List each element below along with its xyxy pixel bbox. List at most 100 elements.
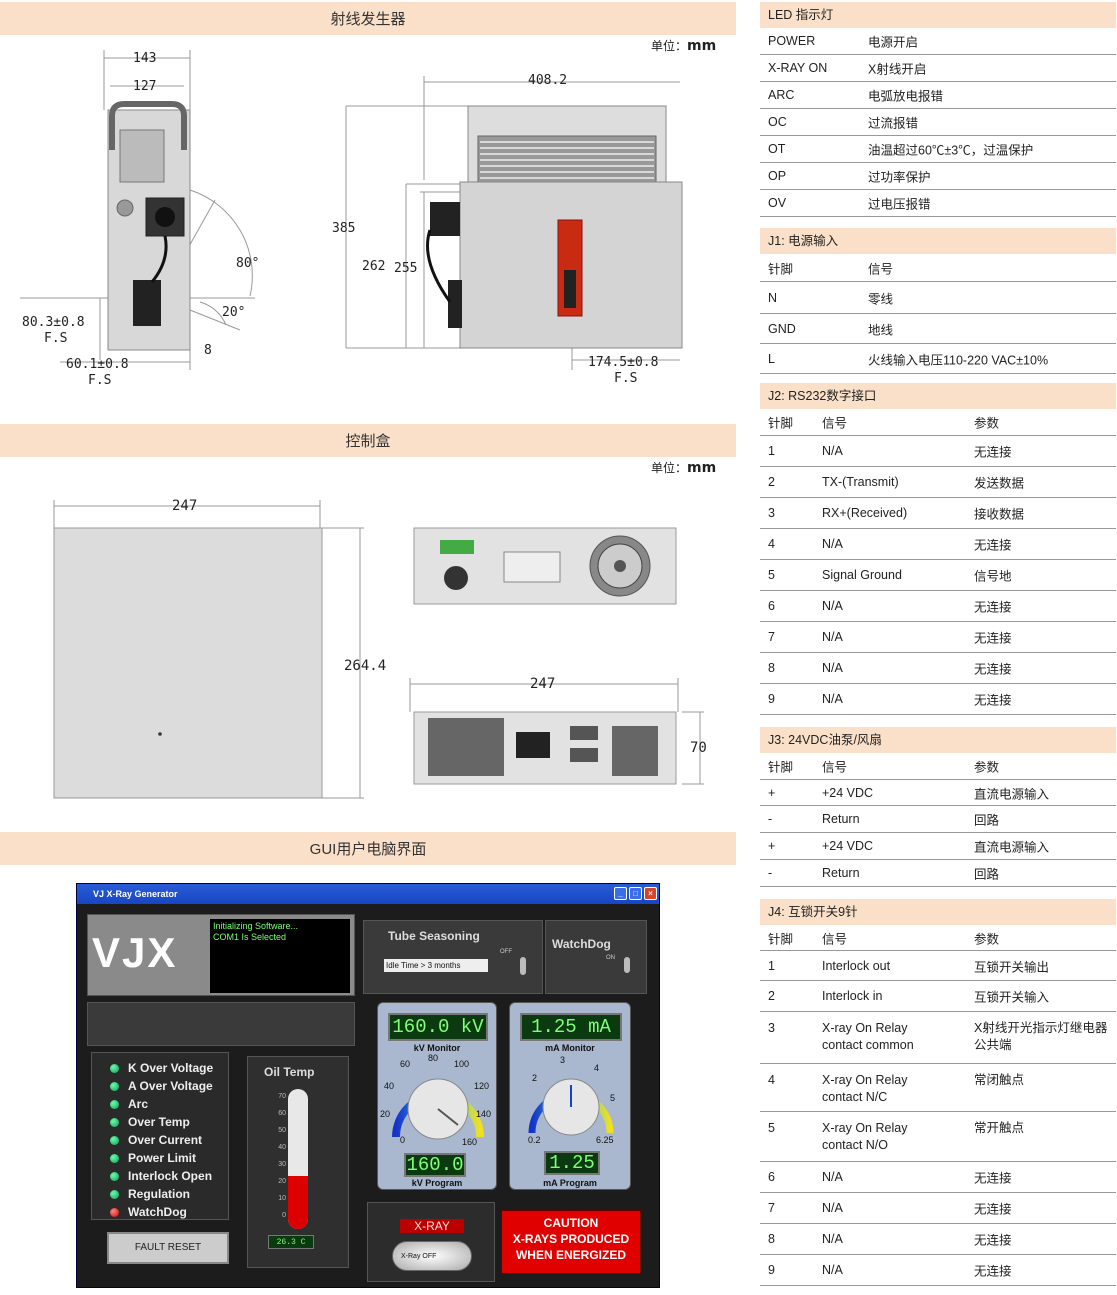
pin-cell: N bbox=[768, 290, 778, 305]
column-header: 针脚 bbox=[768, 760, 794, 775]
param-cell: 接收数据 bbox=[974, 507, 1025, 522]
led-desc: 过电压报错 bbox=[868, 197, 931, 212]
param-cell: 无连接 bbox=[974, 1233, 1012, 1248]
kv-program-input[interactable]: 160.0 bbox=[404, 1153, 466, 1177]
ma-knob[interactable] bbox=[518, 1055, 624, 1145]
column-header: 信号 bbox=[822, 416, 848, 431]
param-cell: 互锁开关输出 bbox=[974, 960, 1050, 974]
xray-off-button[interactable]: X-Ray OFF bbox=[392, 1241, 472, 1271]
pin-cell: - bbox=[768, 866, 773, 880]
signal-cell: N/A bbox=[822, 1170, 843, 1184]
oil-temp-scale: 70 60 50 40 30 20 10 0 bbox=[268, 1093, 286, 1219]
unit-value: mm bbox=[687, 38, 717, 54]
gui-title: VJ X-Ray Generator bbox=[93, 889, 178, 899]
signal-cell: 火线输入电压110-220 VAC±10% bbox=[868, 353, 1049, 367]
param-cell: 信号地 bbox=[974, 569, 1012, 584]
oil-temp-readout: 26.3 C bbox=[268, 1235, 314, 1249]
watchdog-panel: WatchDog ON bbox=[545, 920, 647, 994]
kv-tick: 160 bbox=[462, 1137, 478, 1147]
seasoning-toggle[interactable] bbox=[520, 957, 526, 975]
param-cell: X射线开光指示灯继电器公共端 bbox=[974, 1021, 1108, 1052]
minimize-icon[interactable]: _ bbox=[614, 887, 627, 900]
thermometer bbox=[288, 1089, 308, 1229]
watchdog-toggle[interactable] bbox=[624, 957, 630, 973]
kv-knob[interactable] bbox=[382, 1053, 494, 1149]
maximize-icon[interactable]: □ bbox=[629, 887, 642, 900]
oil-tick: 50 bbox=[278, 1127, 286, 1134]
param-cell: 无连接 bbox=[974, 1202, 1012, 1217]
ma-program-input[interactable]: 1.25 bbox=[544, 1151, 600, 1175]
status-item: Power Limit bbox=[110, 1149, 213, 1167]
column-header: 参数 bbox=[974, 416, 1000, 431]
status-label: Arc bbox=[128, 1097, 149, 1111]
status-led bbox=[110, 1117, 119, 1127]
led-desc: 过功率保护 bbox=[868, 170, 931, 185]
status-item: WatchDog bbox=[110, 1203, 213, 1221]
param-cell: 无连接 bbox=[974, 1171, 1012, 1186]
unit-label: 单位：mm bbox=[651, 459, 716, 476]
j4-table-title: J4: 互锁开关9针 bbox=[760, 899, 1116, 925]
pin-cell: 1 bbox=[768, 444, 775, 458]
status-led bbox=[110, 1099, 119, 1109]
dim-gen-small: 8 bbox=[204, 343, 212, 358]
status-item: Interlock Open bbox=[110, 1167, 213, 1185]
signal-cell: N/A bbox=[822, 537, 843, 551]
pin-cell: L bbox=[768, 351, 775, 366]
ma-tick: 4 bbox=[594, 1063, 600, 1073]
fault-reset-button[interactable]: FAULT RESET bbox=[107, 1232, 229, 1264]
logo-panel: VJX Initializing Software... COM1 Is Sel… bbox=[87, 914, 355, 996]
kv-tick: 0 bbox=[400, 1135, 406, 1145]
gui-titlebar: VJ X-Ray Generator _ □ × bbox=[77, 884, 659, 904]
param-cell: 无连接 bbox=[974, 600, 1012, 615]
status-label: Interlock Open bbox=[128, 1169, 213, 1183]
pin-cell: 8 bbox=[768, 1232, 775, 1246]
column-header: 信号 bbox=[822, 760, 848, 775]
status-label: Power Limit bbox=[128, 1151, 197, 1165]
kv-monitor-label: kV Monitor bbox=[413, 1043, 461, 1053]
seasoning-off-label: OFF bbox=[500, 949, 512, 955]
idle-time-select[interactable]: Idle Time > 3 months bbox=[384, 959, 488, 972]
signal-cell: 零线 bbox=[868, 292, 894, 306]
status-label: Over Temp bbox=[128, 1115, 190, 1129]
signal-cell: X-ray On Relay contact common bbox=[822, 1021, 914, 1052]
param-cell: 无连接 bbox=[974, 445, 1012, 460]
j2-table-title: J2: RS232数字接口 bbox=[760, 383, 1116, 409]
status-led bbox=[110, 1189, 119, 1199]
signal-cell: Signal Ground bbox=[822, 568, 902, 582]
pin-cell: 3 bbox=[768, 1021, 775, 1035]
signal-cell: X-ray On Relay contact N/O bbox=[822, 1121, 908, 1152]
kv-tick: 140 bbox=[476, 1109, 492, 1119]
dim-gen-inner-width: 127 bbox=[133, 79, 156, 94]
close-icon[interactable]: × bbox=[644, 887, 657, 900]
status-label: WatchDog bbox=[128, 1205, 187, 1219]
control-box-top-view bbox=[53, 527, 323, 799]
param-cell: 无连接 bbox=[974, 693, 1012, 708]
ma-tick: 6.25 bbox=[596, 1135, 614, 1145]
signal-cell: N/A bbox=[822, 630, 843, 644]
ma-panel: 1.25 mA mA Monitor 0.2 2 3 4 5 6.25 1.25… bbox=[509, 1002, 631, 1190]
led-name: OC bbox=[768, 115, 787, 129]
signal-cell: N/A bbox=[822, 692, 843, 706]
signal-cell: N/A bbox=[822, 444, 843, 458]
pin-cell: 7 bbox=[768, 1201, 775, 1215]
dim-box-height: 264.4 bbox=[344, 658, 386, 674]
oil-tick: 0 bbox=[282, 1212, 286, 1219]
console-output: Initializing Software... COM1 Is Selecte… bbox=[210, 919, 350, 993]
column-header: 针脚 bbox=[768, 262, 794, 276]
